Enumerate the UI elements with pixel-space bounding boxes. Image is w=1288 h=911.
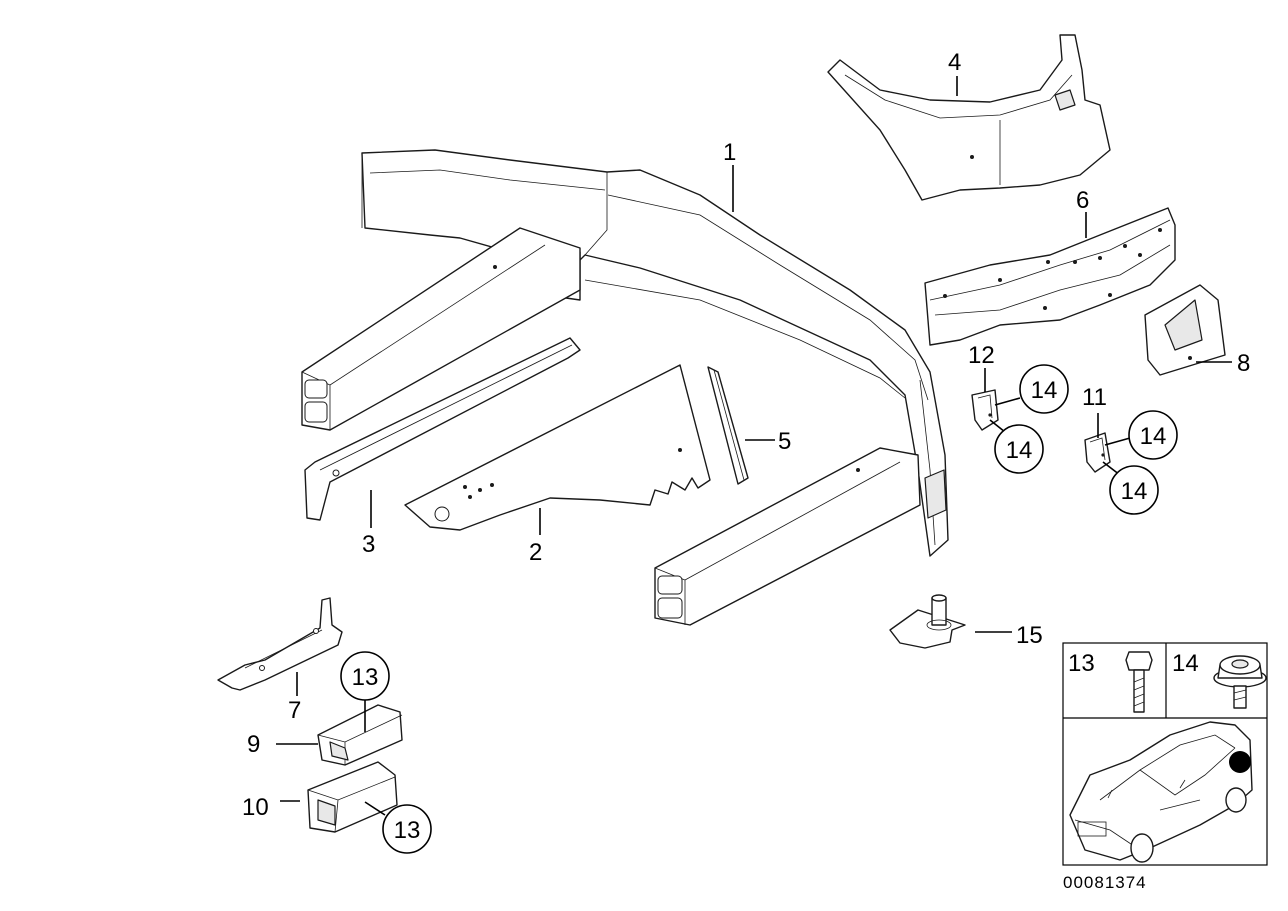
- part-15-stud: [889, 594, 966, 649]
- part-9-holder: [317, 704, 403, 766]
- circled-callouts: 14 14 14 14 13 13: [340, 364, 1178, 854]
- callout-11: 11: [1082, 384, 1107, 411]
- callout-5: 5: [778, 428, 791, 455]
- part-7-bracket: [217, 597, 343, 691]
- car-location-icon: [1069, 721, 1253, 863]
- part-6-sill-panel: [924, 207, 1176, 346]
- callout-7: 7: [288, 697, 301, 724]
- callout-2: 2: [529, 539, 542, 566]
- legend-13-label: 13: [1068, 650, 1095, 677]
- part-11-clip: [1084, 432, 1111, 473]
- circled-13-f: 13: [394, 817, 421, 844]
- callout-3: 3: [362, 531, 375, 558]
- bolt-icon: [1125, 651, 1153, 713]
- circled-14-c: 14: [1140, 423, 1167, 450]
- callout-8: 8: [1237, 350, 1250, 377]
- callout-12: 12: [968, 342, 995, 369]
- leader-lines: [276, 76, 1232, 816]
- location-marker-dot: [1229, 751, 1251, 773]
- callouts: 1 2 3 4 5 6 7 8 9 10 11 12 15: [242, 49, 1250, 821]
- legend-14-label: 14: [1172, 650, 1199, 677]
- part-10-holder: [307, 761, 398, 833]
- screw-icon: [1213, 655, 1267, 709]
- part-2-gusset-plate: [404, 364, 711, 531]
- reference-number: 00081374: [1063, 873, 1147, 892]
- callout-6: 6: [1076, 187, 1089, 214]
- right-rail-tube: [654, 447, 921, 626]
- circled-13-e: 13: [352, 664, 379, 691]
- part-3-strut: [304, 337, 581, 521]
- part-8-bracket: [1144, 284, 1226, 376]
- circled-14-d: 14: [1121, 478, 1148, 505]
- part-5-strip: [707, 366, 749, 485]
- callout-9: 9: [247, 731, 260, 758]
- circled-14-b: 14: [1006, 437, 1033, 464]
- part-4-wheel-arch: [827, 34, 1111, 201]
- callout-15: 15: [1016, 622, 1043, 649]
- callout-4: 4: [948, 49, 961, 76]
- part-12-clip: [971, 389, 999, 431]
- circled-14-a: 14: [1031, 377, 1058, 404]
- left-rail-tube: [301, 227, 581, 431]
- callout-10: 10: [242, 794, 269, 821]
- fastener-legend: 13 14: [1062, 642, 1268, 866]
- callout-1: 1: [723, 139, 736, 166]
